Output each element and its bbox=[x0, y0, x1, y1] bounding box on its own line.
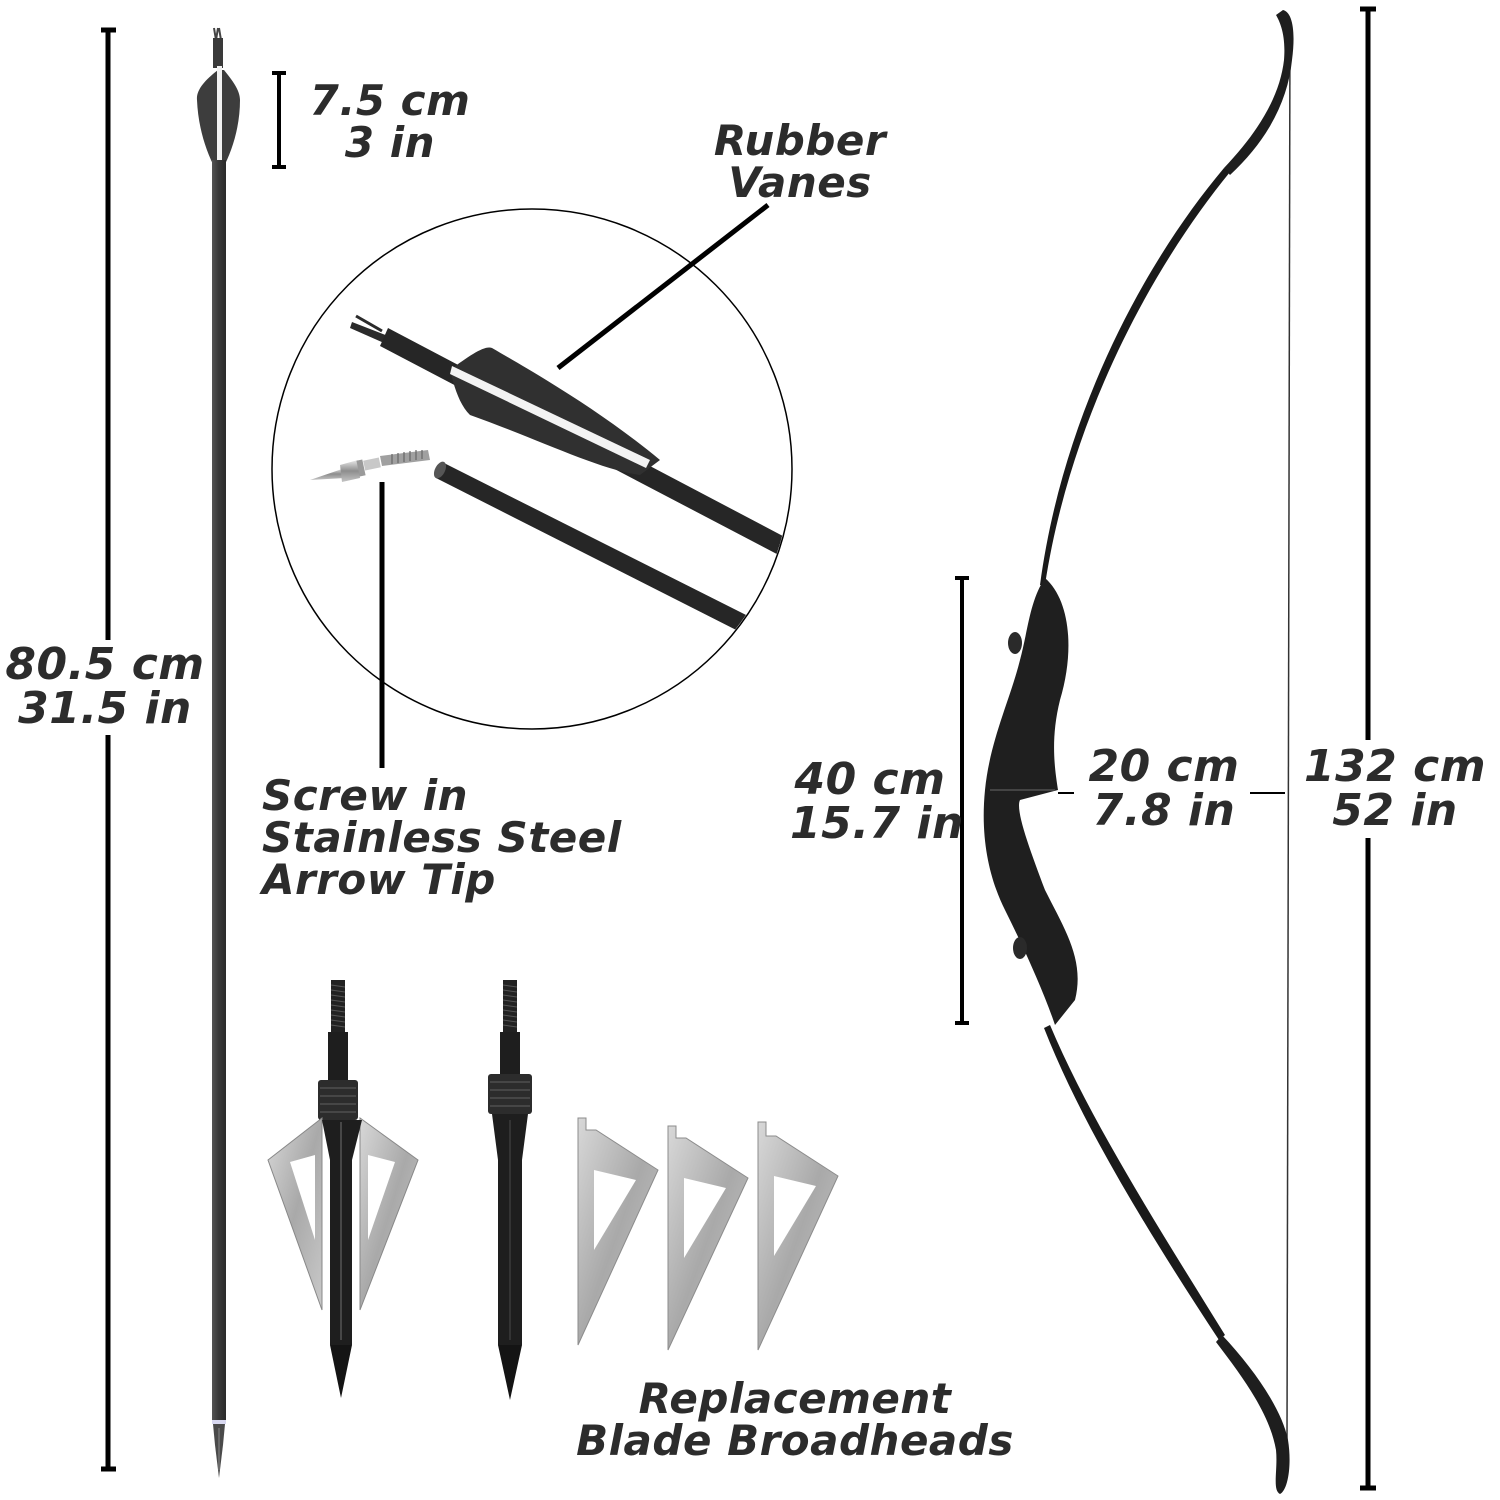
brace-height-label: 20 cm 7.8 in bbox=[1078, 745, 1250, 833]
brace-height-cm: 20 cm bbox=[1088, 741, 1240, 792]
recurve-bow bbox=[983, 10, 1294, 1494]
steel-tip-line2: Stainless Steel bbox=[262, 813, 622, 862]
broadhead-ferrule bbox=[488, 980, 532, 1400]
inset-open-shaft bbox=[433, 461, 760, 638]
vane-length-label: 7.5 cm 3 in bbox=[305, 80, 475, 164]
vanes-leader-line bbox=[556, 203, 770, 370]
bow-length-label: 132 cm 52 in bbox=[1300, 745, 1490, 833]
broadheads-callout: Replacement Blade Broadheads bbox=[555, 1378, 1035, 1462]
arrow-length-cm: 80.5 cm bbox=[5, 639, 205, 690]
bow-length-in: 52 in bbox=[1332, 785, 1458, 836]
arrow-length-in: 31.5 in bbox=[18, 683, 192, 734]
arrow-length-label: 80.5 cm 31.5 in bbox=[0, 643, 210, 731]
arrow-length-dimension-bar bbox=[101, 27, 116, 1472]
riser-length-dimension-bar bbox=[955, 576, 969, 1025]
riser-length-in: 15.7 in bbox=[790, 798, 964, 849]
steel-tip-callout: Screw in Stainless Steel Arrow Tip bbox=[262, 775, 622, 901]
rubber-vanes-line2: Vanes bbox=[728, 158, 872, 207]
inset-nocked-shaft bbox=[350, 314, 791, 562]
broadheads-line2: Blade Broadheads bbox=[576, 1416, 1014, 1465]
inset-steel-tip bbox=[310, 450, 430, 482]
vane-length-dimension-bar bbox=[272, 71, 286, 169]
arrow-detail-inset bbox=[271, 208, 793, 730]
rubber-vanes-callout: Rubber Vanes bbox=[700, 120, 900, 204]
broadheads-line1: Replacement bbox=[638, 1374, 952, 1423]
vane-length-cm: 7.5 cm bbox=[309, 76, 471, 125]
steel-tip-line1: Screw in bbox=[262, 771, 469, 820]
replacement-blades bbox=[577, 1117, 839, 1351]
replacement-blade-1 bbox=[577, 1117, 659, 1346]
riser-length-cm: 40 cm bbox=[794, 754, 946, 805]
replacement-blade-2 bbox=[667, 1125, 749, 1351]
bow-length-cm: 132 cm bbox=[1303, 741, 1487, 792]
brace-height-in: 7.8 in bbox=[1092, 785, 1236, 836]
vane-length-in: 3 in bbox=[344, 118, 436, 167]
bow-length-dimension-bar bbox=[1360, 6, 1376, 1491]
assembled-broadhead bbox=[267, 980, 419, 1398]
rubber-vanes-line1: Rubber bbox=[713, 116, 887, 165]
riser-length-label: 40 cm 15.7 in bbox=[790, 754, 964, 849]
steel-tip-line3: Arrow Tip bbox=[262, 855, 496, 904]
arrow-illustration bbox=[196, 27, 240, 1478]
bow-string bbox=[1286, 19, 1291, 1441]
replacement-blade-3 bbox=[757, 1121, 839, 1351]
